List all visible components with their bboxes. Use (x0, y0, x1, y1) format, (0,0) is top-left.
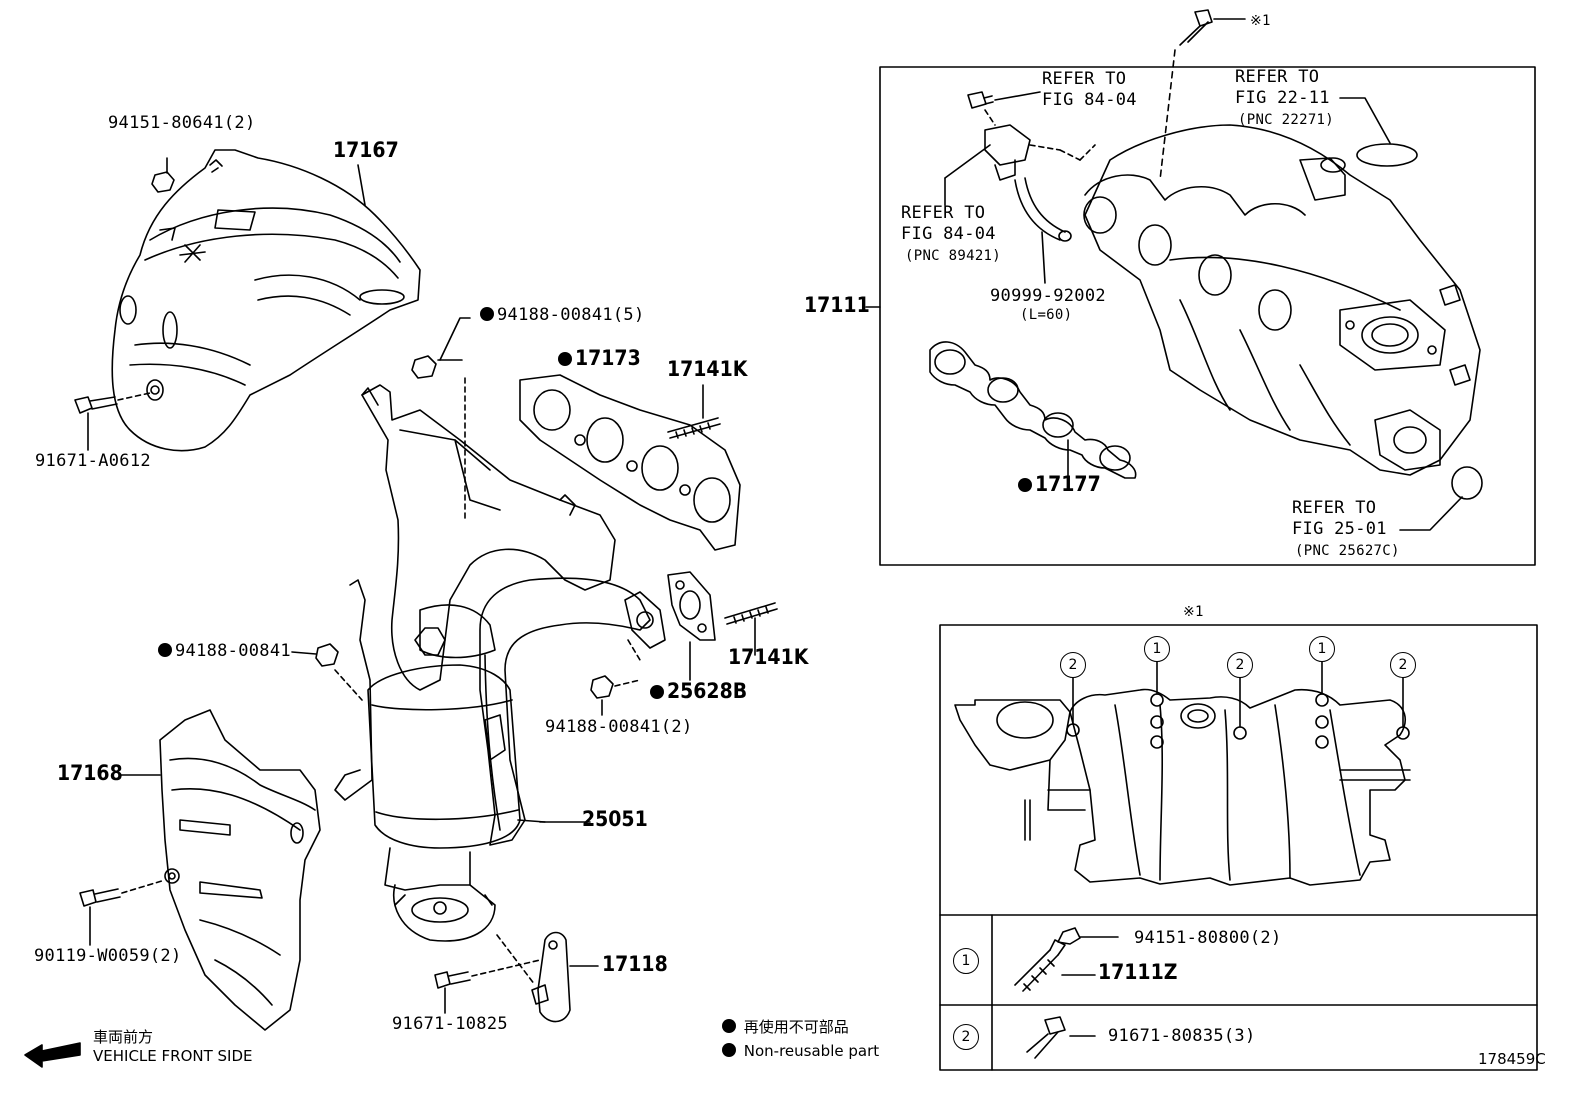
legend-nonreusable-jp: 再使用不可部品 (722, 1018, 849, 1037)
legend-nonreusable-en: Non-reusable part (722, 1042, 879, 1061)
stud-17141K-top (667, 384, 721, 439)
label-94188-00841-2: 94188-00841(2) (545, 717, 693, 737)
callout-circle-2: 2 (1390, 652, 1416, 678)
heat-insulator-lower (159, 709, 321, 1031)
label-17177: 17177 (1018, 474, 1101, 495)
label-ref1-b: FIG 84-04 (1042, 90, 1137, 110)
nonreusable-dot-icon (722, 1019, 736, 1033)
bolt-91671-10825 (434, 959, 541, 1014)
label-17118: 17118 (602, 952, 668, 976)
label-94188-00841: 94188-00841 (158, 642, 291, 661)
bolt-note1-top (1159, 9, 1246, 181)
nut-94151-80641 (151, 157, 175, 193)
nonreusable-dot-icon (722, 1043, 736, 1057)
legend-front-en: VEHICLE FRONT SIDE (93, 1047, 253, 1065)
label-ref2-a: REFER TO (1235, 67, 1320, 87)
legend-circle-1: 1 (953, 948, 979, 974)
nut-94188-00841-5 (411, 317, 471, 521)
label-17141K-top: 17141K (667, 357, 748, 381)
nonreusable-dot-icon (1018, 478, 1032, 492)
callout-circle-1: 1 (1144, 636, 1170, 662)
label-ref1-a: REFER TO (1042, 69, 1127, 89)
sensor-89421 (944, 124, 1096, 206)
label-17111Z: 17111Z (1098, 960, 1178, 984)
label-17168: 17168 (57, 761, 123, 785)
callout-circle-2: 2 (1060, 652, 1086, 678)
label-note1-detail: ※1 (1183, 604, 1204, 620)
gasket-25628B (624, 571, 716, 681)
label-17111: 17111 (804, 293, 870, 317)
bolt-91671-80835 (1026, 1016, 1096, 1059)
legend-front-jp: 車両前方 (93, 1028, 154, 1046)
label-17167: 17167 (333, 138, 399, 162)
label-ref3-a: REFER TO (901, 203, 986, 223)
oring-25627C (1399, 466, 1483, 531)
exhaust-manifold-converter (334, 384, 651, 942)
label-ref4-c: (PNC 25627C) (1295, 543, 1400, 559)
legend-circle-2: 2 (953, 1024, 979, 1050)
bracket-17118 (496, 931, 599, 1023)
detail-box (939, 624, 1538, 1071)
diagram-id: 178459C (1478, 1050, 1546, 1068)
gasket-17177 (929, 341, 1137, 479)
label-25051: 25051 (582, 807, 648, 831)
stud-nut-17111Z (1014, 927, 1119, 992)
nut-94188-00841 (291, 643, 363, 701)
leader-25051b (517, 819, 546, 823)
label-94188-00841-5: 94188-00841(5) (480, 306, 645, 325)
label-ref2-c: (PNC 22271) (1238, 112, 1335, 128)
label-ref4-b: FIG 25-01 (1292, 519, 1387, 539)
label-90999-92002: 90999-92002 (990, 286, 1106, 306)
bolt-84-04 (967, 91, 1041, 126)
label-note1-top: ※1 (1250, 13, 1271, 29)
callout-circle-2: 2 (1227, 652, 1253, 678)
intake-manifold-body (1083, 124, 1481, 476)
stud-17141K-bottom (724, 602, 778, 656)
label-25628B: 25628B (650, 681, 747, 702)
nonreusable-dot-icon (158, 643, 172, 657)
label-94151-80641: 94151-80641(2) (108, 113, 256, 133)
nonreusable-dot-icon (650, 685, 664, 699)
label-90999-length: (L=60) (1020, 307, 1073, 323)
bolt-90119-W0059 (79, 879, 166, 946)
gasket-17173 (519, 374, 741, 551)
nonreusable-dot-icon (480, 307, 494, 321)
label-94151-80800: 94151-80800(2) (1134, 928, 1282, 948)
label-ref4-a: REFER TO (1292, 498, 1377, 518)
front-arrow-icon (24, 1042, 81, 1068)
callout-circle-1: 1 (1309, 636, 1335, 662)
label-17141K-bottom: 17141K (728, 645, 809, 669)
label-90119-W0059: 90119-W0059(2) (34, 946, 182, 966)
bolt-91671-A0612 (74, 392, 151, 451)
leader-17167 (357, 164, 366, 206)
nut-94188-00841-2 (590, 639, 641, 716)
label-91671-10825: 91671-10825 (392, 1014, 508, 1034)
hose-90999-92002 (1014, 177, 1072, 284)
label-91671-A0612: 91671-A0612 (35, 451, 151, 471)
intake-manifold-box (879, 66, 1536, 566)
nonreusable-dot-icon (558, 352, 572, 366)
label-ref3-b: FIG 84-04 (901, 224, 996, 244)
oring-22271 (1339, 97, 1418, 167)
manifold-front-view (954, 659, 1411, 886)
label-91671-80835: 91671-80835(3) (1108, 1026, 1256, 1046)
heat-insulator-upper (111, 149, 421, 452)
label-17173: 17173 (558, 348, 641, 369)
label-ref2-b: FIG 22-11 (1235, 88, 1330, 108)
label-ref3-c: (PNC 89421) (905, 248, 1002, 264)
